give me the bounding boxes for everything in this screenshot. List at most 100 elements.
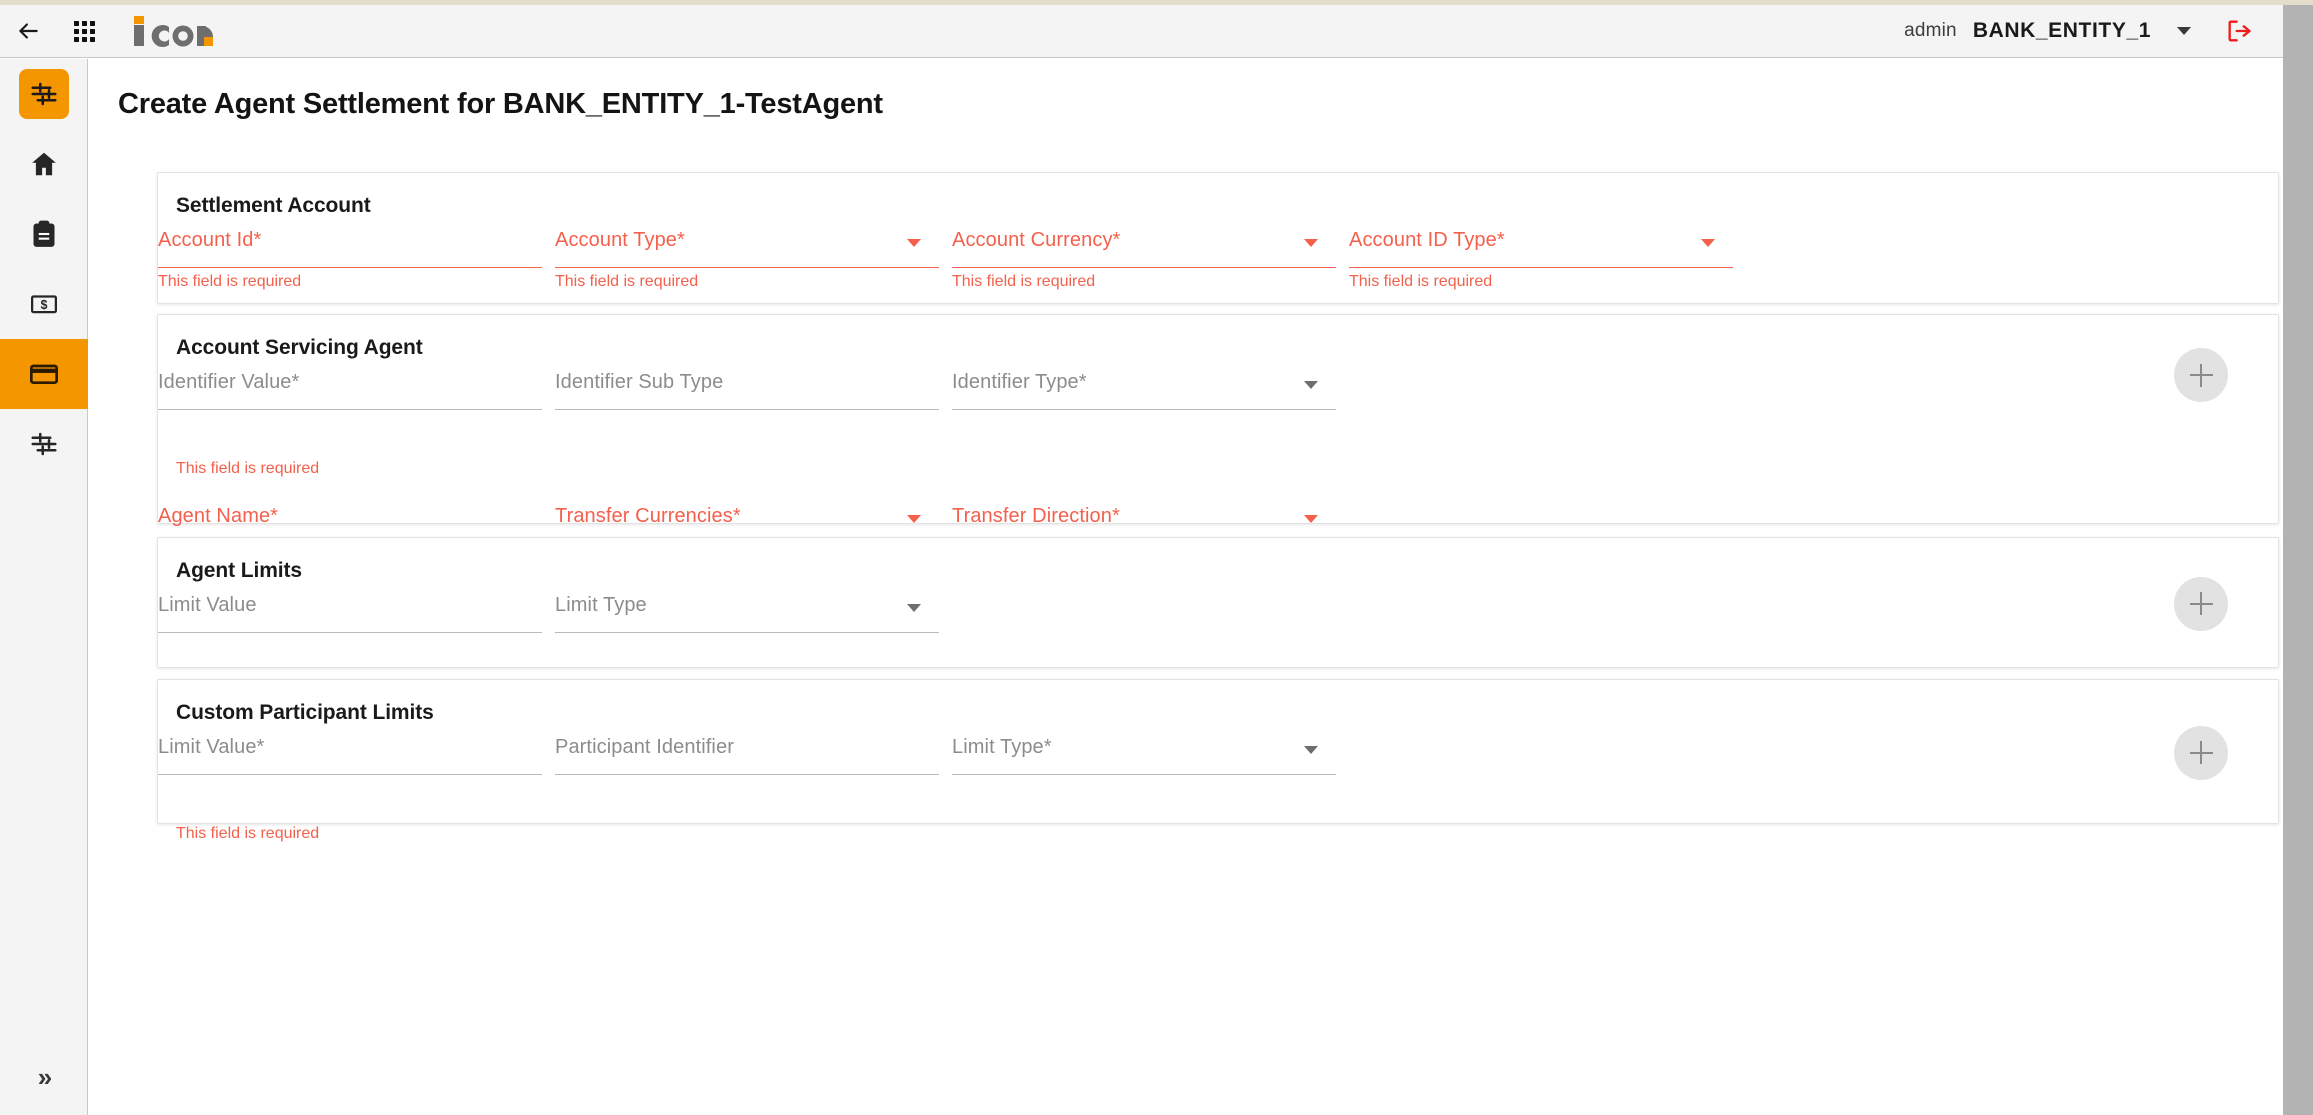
app-header: admin BANK_ENTITY_1 <box>0 5 2283 58</box>
card-title: Custom Participant Limits <box>176 701 434 724</box>
tune-sliders-icon <box>31 82 57 106</box>
plus-icon-stroke <box>2200 592 2202 615</box>
field-label: Transfer Currencies* <box>555 505 741 527</box>
money-note-icon: $ <box>31 295 57 314</box>
field-label: Identifier Type* <box>952 371 1087 393</box>
page-title: Create Agent Settlement for BANK_ENTITY_… <box>118 88 883 120</box>
form-field[interactable]: Identifier Value* <box>158 371 542 423</box>
clipboard-icon <box>33 220 55 247</box>
field-underline <box>158 774 542 775</box>
field-label: Limit Type <box>555 594 647 616</box>
back-arrow-icon <box>19 23 38 39</box>
top-accent-strip <box>0 0 2313 5</box>
chevron-down-icon[interactable] <box>1701 239 1715 247</box>
username-label: admin <box>1904 20 1957 41</box>
field-error-message: This field is required <box>1349 273 1493 290</box>
field-underline <box>158 632 542 633</box>
left-sidebar: $ » <box>0 59 88 1115</box>
field-label: Limit Value* <box>158 736 265 758</box>
form-field[interactable]: Account ID Type* This field is required <box>1349 229 1733 290</box>
form-field[interactable]: Identifier Sub Type <box>555 371 939 423</box>
sidebar-active-chip <box>19 69 69 119</box>
field-row: Limit Value Limit Type <box>158 594 2278 662</box>
form-field[interactable]: Identifier Type* <box>952 371 1336 423</box>
field-label: Transfer Direction* <box>952 505 1120 527</box>
chevron-down-icon[interactable] <box>1304 746 1318 754</box>
header-left-group <box>0 5 224 57</box>
apps-menu-button[interactable] <box>56 5 112 58</box>
row-error-message: This field is required <box>176 825 320 842</box>
plus-icon-stroke <box>2200 741 2202 764</box>
sidebar-item-preferences[interactable] <box>0 409 88 479</box>
row-error-message: This field is required <box>176 460 320 477</box>
chevron-down-icon[interactable] <box>907 239 921 247</box>
field-underline <box>555 774 939 775</box>
field-label: Identifier Sub Type <box>555 371 724 393</box>
sidebar-item-settings-tune[interactable] <box>0 59 88 129</box>
add-row-button[interactable] <box>2174 725 2228 780</box>
chevron-down-icon[interactable] <box>2177 27 2191 35</box>
home-icon <box>32 152 56 176</box>
add-row-button[interactable] <box>2174 576 2228 631</box>
form-field[interactable]: Account Currency*This field is required <box>952 229 1336 290</box>
field-label: Account Id* <box>158 229 262 251</box>
chevron-down-icon[interactable] <box>1304 381 1318 389</box>
credit-card-icon <box>30 364 58 384</box>
field-label: Agent Name* <box>158 505 279 527</box>
field-underline <box>952 267 1336 268</box>
form-field[interactable]: Limit Type* <box>952 736 1336 788</box>
apps-grid-icon <box>73 20 95 42</box>
add-row-button[interactable] <box>2174 348 2228 402</box>
field-underline <box>555 632 939 633</box>
field-label: Account Currency* <box>952 229 1121 251</box>
field-label: Participant Identifier <box>555 736 734 758</box>
chevron-down-icon[interactable] <box>1304 239 1318 247</box>
field-label: Account Type* <box>555 229 685 251</box>
field-underline <box>158 409 542 410</box>
card-title: Account Servicing Agent <box>176 336 423 359</box>
field-label: Identifier Value* <box>158 371 300 393</box>
chevron-down-icon[interactable] <box>1304 515 1318 523</box>
plus-icon-stroke <box>2200 363 2202 387</box>
field-underline <box>952 774 1336 775</box>
header-right-group: admin BANK_ENTITY_1 <box>1904 5 2283 57</box>
sidebar-item-settlements[interactable] <box>0 339 88 409</box>
field-underline <box>1349 267 1733 268</box>
card-title: Settlement Account <box>176 194 371 217</box>
chevron-down-icon[interactable] <box>907 604 921 612</box>
sidebar-item-payments[interactable]: $ <box>0 269 88 339</box>
form-field[interactable]: Limit Value* <box>158 736 542 788</box>
form-field[interactable]: Account Type* This field is required <box>555 229 939 290</box>
entity-selector-label[interactable]: BANK_ENTITY_1 <box>1972 19 2151 42</box>
field-underline <box>158 267 542 268</box>
form-field[interactable]: Participant Identifier <box>555 736 939 788</box>
double-chevron-right-icon: » <box>37 1061 53 1092</box>
field-label: Account ID Type* <box>1349 229 1505 251</box>
field-underline <box>555 409 939 410</box>
brand-logo[interactable] <box>132 14 224 48</box>
form-field[interactable]: Account Id*This field is required <box>158 229 542 290</box>
field-row: Identifier Value* Identifier Sub Type Iden… <box>158 371 2278 477</box>
field-error-message: This field is required <box>555 273 699 290</box>
page-scrollbar[interactable] <box>2283 5 2313 1115</box>
form-field[interactable]: Limit Value <box>158 594 542 646</box>
field-underline <box>555 267 939 268</box>
sidebar-item-home[interactable] <box>0 129 88 199</box>
tune-sliders-icon <box>31 432 57 456</box>
card-title: Agent Limits <box>176 559 302 582</box>
sidebar-expand-button[interactable]: » <box>0 1047 88 1107</box>
field-underline <box>952 409 1336 410</box>
sidebar-item-reports[interactable] <box>0 199 88 269</box>
field-label: Limit Type* <box>952 736 1052 758</box>
form-field[interactable]: Limit Type <box>555 594 939 646</box>
back-button[interactable] <box>0 5 56 58</box>
logout-icon[interactable] <box>2225 17 2253 45</box>
chevron-down-icon[interactable] <box>907 515 921 523</box>
icon-logo-mark <box>134 16 213 47</box>
svg-text:$: $ <box>41 298 48 312</box>
